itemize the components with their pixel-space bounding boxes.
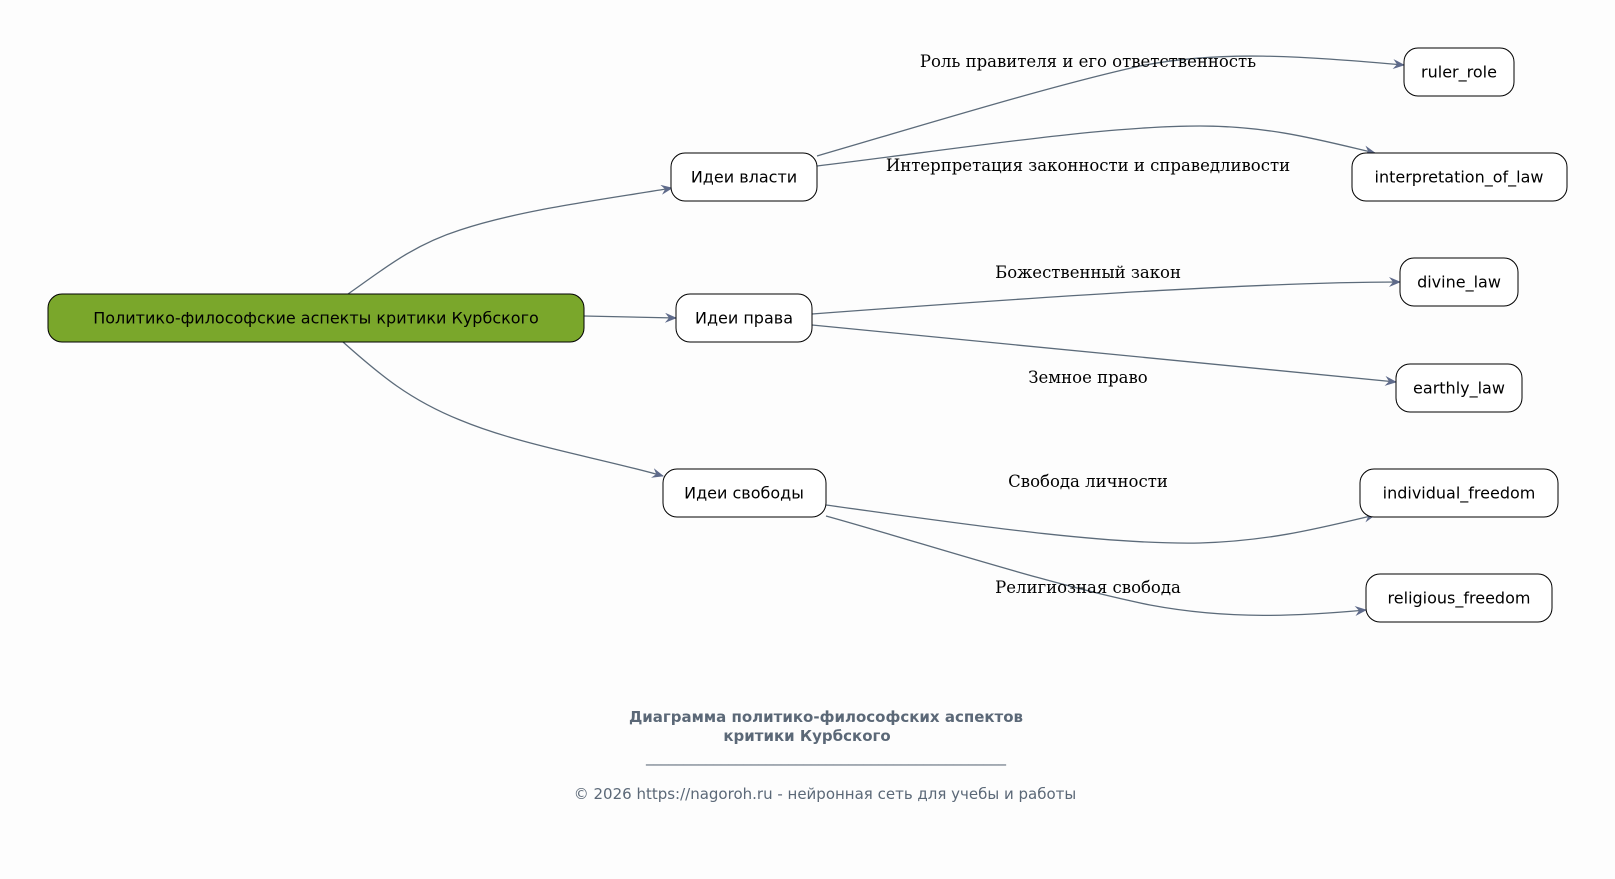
node-label: ruler_role	[1421, 63, 1497, 83]
node-label: Идеи свободы	[684, 484, 804, 503]
node-religious-freedom[interactable]: religious_freedom	[1365, 573, 1553, 623]
node-law-ideas[interactable]: Идеи права	[675, 293, 813, 343]
node-individual-freedom[interactable]: individual_freedom	[1359, 468, 1559, 518]
edge-label-individual-freedom: Свобода личности	[1008, 472, 1168, 491]
edge-root-freedom	[342, 341, 664, 478]
edge-power-interpretation	[816, 125, 1376, 167]
node-earthly-law[interactable]: earthly_law	[1395, 363, 1523, 413]
node-label: individual_freedom	[1383, 484, 1536, 504]
node-freedom-ideas[interactable]: Идеи свободы	[662, 468, 827, 518]
edge-law-divine	[811, 277, 1401, 315]
edge-law-earthly	[811, 324, 1397, 386]
edge-label-divine-law: Божественный закон	[995, 263, 1181, 282]
edge-label-ruler-role: Роль правителя и его ответственность	[920, 52, 1256, 71]
edge-root-law	[583, 312, 677, 323]
root-node[interactable]: Политико-философские аспекты критики Кур…	[47, 293, 585, 343]
node-ruler-role[interactable]: ruler_role	[1403, 47, 1515, 97]
edge-label-religious-freedom: Религиозная свобода	[995, 578, 1181, 597]
node-divine-law[interactable]: divine_law	[1399, 257, 1519, 307]
edge-label-interpretation: Интерпретация законности и справедливост…	[886, 156, 1290, 175]
edge-power-ruler-role	[816, 55, 1405, 157]
node-label: interpretation_of_law	[1375, 168, 1544, 188]
edge-root-power	[347, 184, 673, 295]
node-power-ideas[interactable]: Идеи власти	[670, 152, 818, 202]
diagram-title-line2: критики Курбского	[723, 727, 890, 745]
footer-copyright: © 2026 https://nagoroh.ru - нейронная се…	[574, 785, 1077, 803]
edge-freedom-religious	[825, 515, 1367, 617]
node-label: earthly_law	[1413, 379, 1505, 399]
separator-line: ________________________________________…	[645, 748, 1007, 767]
node-label: divine_law	[1417, 273, 1501, 293]
node-interpretation-of-law[interactable]: interpretation_of_law	[1351, 152, 1568, 202]
diagram-title-line1: Диаграмма политико-философских аспектов	[629, 708, 1023, 726]
node-label: Идеи власти	[691, 168, 797, 187]
node-label: Идеи права	[695, 309, 793, 328]
edge-label-earthly-law: Земное право	[1028, 368, 1148, 387]
node-label: religious_freedom	[1388, 589, 1531, 609]
edge-freedom-individual	[825, 504, 1376, 544]
root-node-label: Политико-философские аспекты критики Кур…	[93, 309, 539, 328]
